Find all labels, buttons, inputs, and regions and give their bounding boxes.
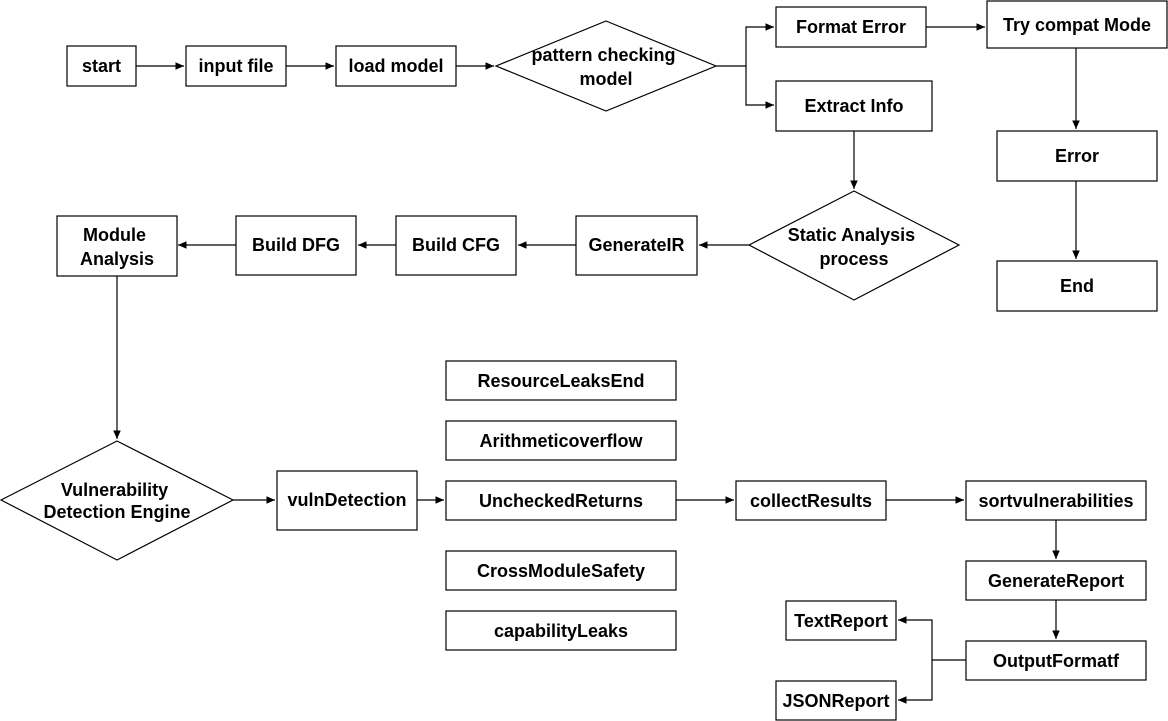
node-extract-info[interactable]: Extract Info [775,80,933,132]
node-unchecked-returns-label: UncheckedReturns [479,491,643,511]
edge-pattern-checking-to-format-error [716,23,774,67]
node-start-label: start [82,56,121,76]
node-json-report[interactable]: JSONReport [775,680,897,721]
node-load-model-label: load model [348,56,443,76]
node-static-analysis-process-label: Static Analysis process [788,225,920,269]
node-end[interactable]: End [996,260,1158,312]
node-cross-module-safety-label: CrossModuleSafety [477,561,645,581]
node-resource-leaks-end[interactable]: ResourceLeaksEnd [445,360,677,401]
node-pattern-checking-model[interactable]: pattern checking model [494,20,718,112]
node-output-formatf-label: OutputFormatf [993,651,1120,671]
static-analysis-line-1: Static Analysis [788,225,915,245]
node-start[interactable]: start [66,45,137,87]
node-text-report-label: TextReport [794,611,888,631]
node-input-file[interactable]: input file [185,45,287,87]
node-json-report-label: JSONReport [782,691,889,711]
node-cross-module-safety[interactable]: CrossModuleSafety [445,550,677,591]
edge-output-formatf-to-text-report [898,616,966,661]
pattern-checking-line-2: model [579,69,632,89]
node-try-compat-mode-label: Try compat Mode [1003,15,1151,35]
node-generate-report-label: GenerateReport [988,571,1124,591]
node-module-analysis[interactable]: Module Analysis [56,215,178,277]
node-build-cfg[interactable]: Build CFG [395,215,517,276]
node-format-error-label: Format Error [796,17,906,37]
node-vulnerability-detection-engine[interactable]: Vulnerability Detection Engine [0,440,235,561]
vuln-engine-line-2: Detection Engine [43,502,190,522]
node-capability-leaks[interactable]: capabilityLeaks [445,610,677,651]
static-analysis-line-2: process [819,249,888,269]
node-sort-vulnerabilities[interactable]: sortvulnerabilities [965,480,1147,521]
node-error[interactable]: Error [996,130,1158,182]
node-sort-vulnerabilities-label: sortvulnerabilities [978,491,1133,511]
node-generate-ir-label: GenerateIR [588,235,684,255]
node-vuln-detection-label: vulnDetection [287,490,406,510]
pattern-checking-line-1: pattern checking [531,45,675,65]
node-end-label: End [1060,276,1094,296]
module-analysis-line-1: Module [83,225,146,245]
node-collect-results[interactable]: collectResults [735,480,887,521]
node-input-file-label: input file [199,56,274,76]
vuln-engine-line-1: Vulnerability [61,480,168,500]
node-generate-report[interactable]: GenerateReport [965,560,1147,601]
node-module-analysis-label: Module Analysis [80,225,154,269]
node-format-error[interactable]: Format Error [775,6,927,48]
node-build-dfg[interactable]: Build DFG [235,215,357,276]
node-extract-info-label: Extract Info [804,96,903,116]
node-arithmetic-overflow-label: Arithmeticoverflow [479,431,643,451]
node-vulnerability-detection-engine-label: Vulnerability Detection Engine [43,480,190,522]
node-pattern-checking-model-label: pattern checking model [531,45,680,89]
edge-pattern-checking-to-extract-info [745,66,774,109]
node-try-compat-mode[interactable]: Try compat Mode [986,0,1168,49]
node-error-label: Error [1055,146,1099,166]
edge-output-formatf-to-json-report [898,660,933,704]
node-unchecked-returns[interactable]: UncheckedReturns [445,480,677,521]
node-resource-leaks-end-label: ResourceLeaksEnd [477,371,644,391]
node-generate-ir[interactable]: GenerateIR [575,215,698,276]
node-arithmetic-overflow[interactable]: Arithmeticoverflow [445,420,677,461]
module-analysis-line-2: Analysis [80,249,154,269]
node-build-cfg-label: Build CFG [412,235,500,255]
node-build-dfg-label: Build DFG [252,235,340,255]
node-output-formatf[interactable]: OutputFormatf [965,640,1147,681]
node-collect-results-label: collectResults [750,491,872,511]
node-text-report[interactable]: TextReport [785,600,897,641]
node-load-model[interactable]: load model [335,45,457,87]
node-vuln-detection[interactable]: vulnDetection [276,470,418,531]
node-static-analysis-process[interactable]: Static Analysis process [747,190,961,301]
node-capability-leaks-label: capabilityLeaks [494,621,628,641]
edges [113,23,1080,704]
